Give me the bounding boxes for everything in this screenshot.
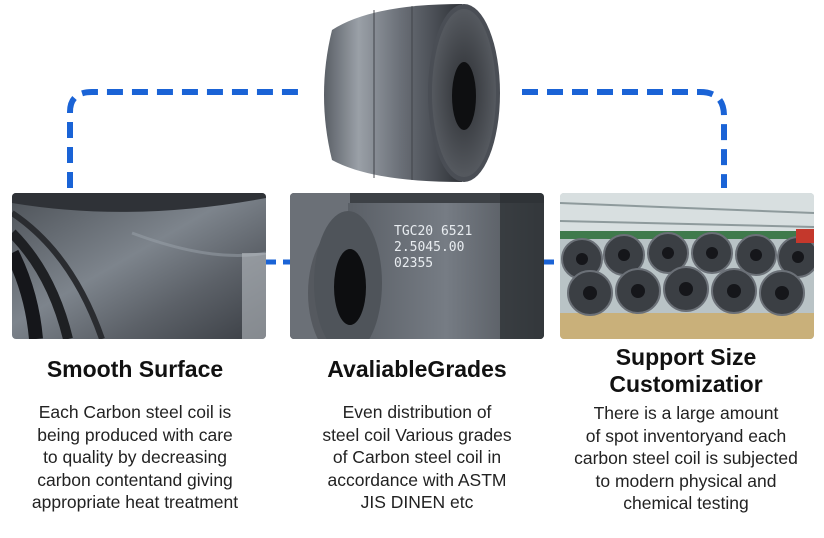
description-line: steel coil Various grades xyxy=(322,424,512,445)
description-line: to quality by decreasing xyxy=(43,447,227,467)
description-line: There is a large amount xyxy=(593,403,779,423)
description-line: chemical testing xyxy=(623,493,749,513)
coil-marking-line1: TGC20 6521 xyxy=(394,224,472,239)
description-line: accordance with ASTM xyxy=(327,469,507,490)
description-line: JIS DINEN etc xyxy=(360,492,474,512)
hero-steel-coil-image xyxy=(324,4,500,182)
description-line: being produced with care xyxy=(37,424,233,445)
description-line: of spot inventoryand each xyxy=(585,425,787,446)
feature-smooth-surface: Smooth Surface Each Carbon steel coil is… xyxy=(6,356,264,514)
feature-description: Even distribution of steel coil Various … xyxy=(286,401,548,514)
feature-heading: Smooth Surface xyxy=(46,356,224,382)
description-line: to modern physical and xyxy=(595,470,777,491)
coil-marking-line2: 2.5045.00 xyxy=(394,240,464,255)
feature-available-grades: AvaliableGrades Even distribution of ste… xyxy=(286,356,548,514)
heading-line: Support Size xyxy=(615,344,757,370)
heading-line: Customizatior xyxy=(609,371,763,397)
description-line: Even distribution of xyxy=(342,402,492,422)
feature-heading: Support Size Customizatior xyxy=(548,344,824,398)
smooth-surface-photo xyxy=(12,193,266,339)
description-line: carbon contentand giving xyxy=(37,469,233,490)
coil-marking-line3: 02355 xyxy=(394,256,433,271)
grade-marked-coil-photo: TGC20 6521 2.5045.00 02355 xyxy=(290,193,544,339)
warehouse-inventory-photo xyxy=(560,193,814,339)
description-line: of Carbon steel coil in xyxy=(332,447,502,467)
feature-description: There is a large amount of spot inventor… xyxy=(548,402,824,515)
description-line: appropriate heat treatment xyxy=(31,492,239,512)
feature-size-customization: Support Size Customizatior There is a la… xyxy=(548,344,824,515)
feature-description: Each Carbon steel coil is being produced… xyxy=(6,401,264,514)
description-line: Each Carbon steel coil is xyxy=(38,402,232,422)
description-line: carbon steel coil is subjected xyxy=(574,448,798,468)
feature-heading: AvaliableGrades xyxy=(327,356,507,382)
